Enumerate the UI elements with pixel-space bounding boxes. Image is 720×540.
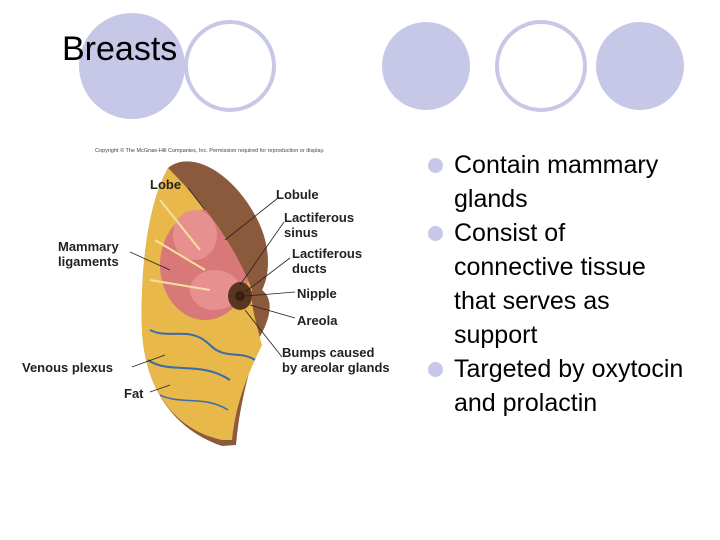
label-lactiferous-sinus: Lactiferous sinus xyxy=(284,210,354,240)
lobule-cluster xyxy=(173,210,217,260)
bullet-item: Targeted by oxytocin and prolactin xyxy=(426,352,720,420)
label-lobe: Lobe xyxy=(150,177,181,192)
nipple-shape xyxy=(235,291,245,301)
label-lactiferous-ducts: Lactiferous ducts xyxy=(292,246,362,276)
label-areola: Areola xyxy=(297,313,337,328)
bullet-dot-icon xyxy=(428,226,443,241)
label-fat: Fat xyxy=(124,386,144,401)
label-bumps-areolar-glands: Bumps caused by areolar glands xyxy=(282,345,390,375)
label-nipple: Nipple xyxy=(297,286,337,301)
label-lobule: Lobule xyxy=(276,187,319,202)
bullet-dot-icon xyxy=(428,158,443,173)
bullet-dot-icon xyxy=(428,362,443,377)
bullet-item: Contain mammary glands xyxy=(426,148,720,216)
bullet-list: Contain mammary glands Consist of connec… xyxy=(426,148,720,420)
label-venous-plexus: Venous plexus xyxy=(22,360,113,375)
bullet-item: Consist of connective tissue that serves… xyxy=(426,216,720,352)
label-mammary-ligaments: Mammary ligaments xyxy=(58,239,119,269)
